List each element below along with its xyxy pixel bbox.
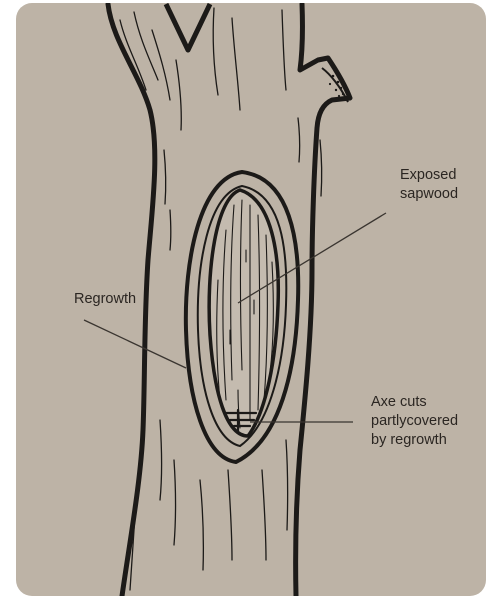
diagram-panel: Exposed sapwood Regrowth Axe cuts partly…	[16, 3, 486, 596]
label-axe-cuts: Axe cuts partlycovered by regrowth	[371, 393, 458, 450]
label-exposed-sapwood: Exposed sapwood	[400, 166, 458, 204]
label-regrowth: Regrowth	[74, 290, 136, 309]
